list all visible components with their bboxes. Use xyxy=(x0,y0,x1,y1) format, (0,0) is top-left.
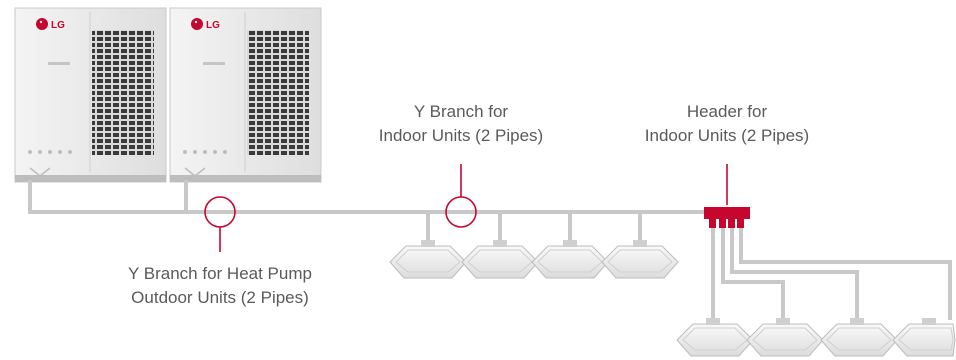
outdoor-branch-callout xyxy=(204,196,236,252)
indoor-branch-label-line2: Indoor Units (2 Pipes) xyxy=(378,126,544,145)
indoor-unit-4 xyxy=(601,240,679,279)
indoor-unit-7 xyxy=(820,318,898,357)
indoor-unit-1 xyxy=(389,240,467,279)
outdoor-branch-label-line2: Outdoor Units (2 Pipes) xyxy=(131,288,309,307)
unit-brand-label: LG xyxy=(206,20,220,31)
outdoor-unit-1: LG xyxy=(14,7,167,183)
outdoor-branch-label: Y Branch for Heat Pump Outdoor Units (2 … xyxy=(90,262,350,310)
header-label-line2: Indoor Units (2 Pipes) xyxy=(644,126,810,145)
indoor-unit-2 xyxy=(461,240,539,279)
outdoor-unit-2: LG xyxy=(169,7,322,183)
outdoor-branch-label-line1: Y Branch for Heat Pump xyxy=(128,264,312,283)
indoor-unit-5 xyxy=(676,318,754,357)
header-manifold xyxy=(704,207,750,228)
indoor-unit-3 xyxy=(531,240,609,279)
indoor-branch-label-line1: Y Branch for xyxy=(413,102,509,121)
header-label: Header for Indoor Units (2 Pipes) xyxy=(617,100,837,148)
lg-logo-icon xyxy=(36,18,48,30)
unit-brand-label: LG xyxy=(51,20,65,31)
indoor-branch-label: Y Branch for Indoor Units (2 Pipes) xyxy=(351,100,571,148)
indoor-unit-8 xyxy=(892,318,956,357)
header-label-line1: Header for xyxy=(686,102,768,121)
refrigerant-piping xyxy=(28,180,952,320)
indoor-branch-callout xyxy=(445,164,477,228)
indoor-unit-6 xyxy=(746,318,824,357)
lg-logo-icon xyxy=(191,18,203,30)
